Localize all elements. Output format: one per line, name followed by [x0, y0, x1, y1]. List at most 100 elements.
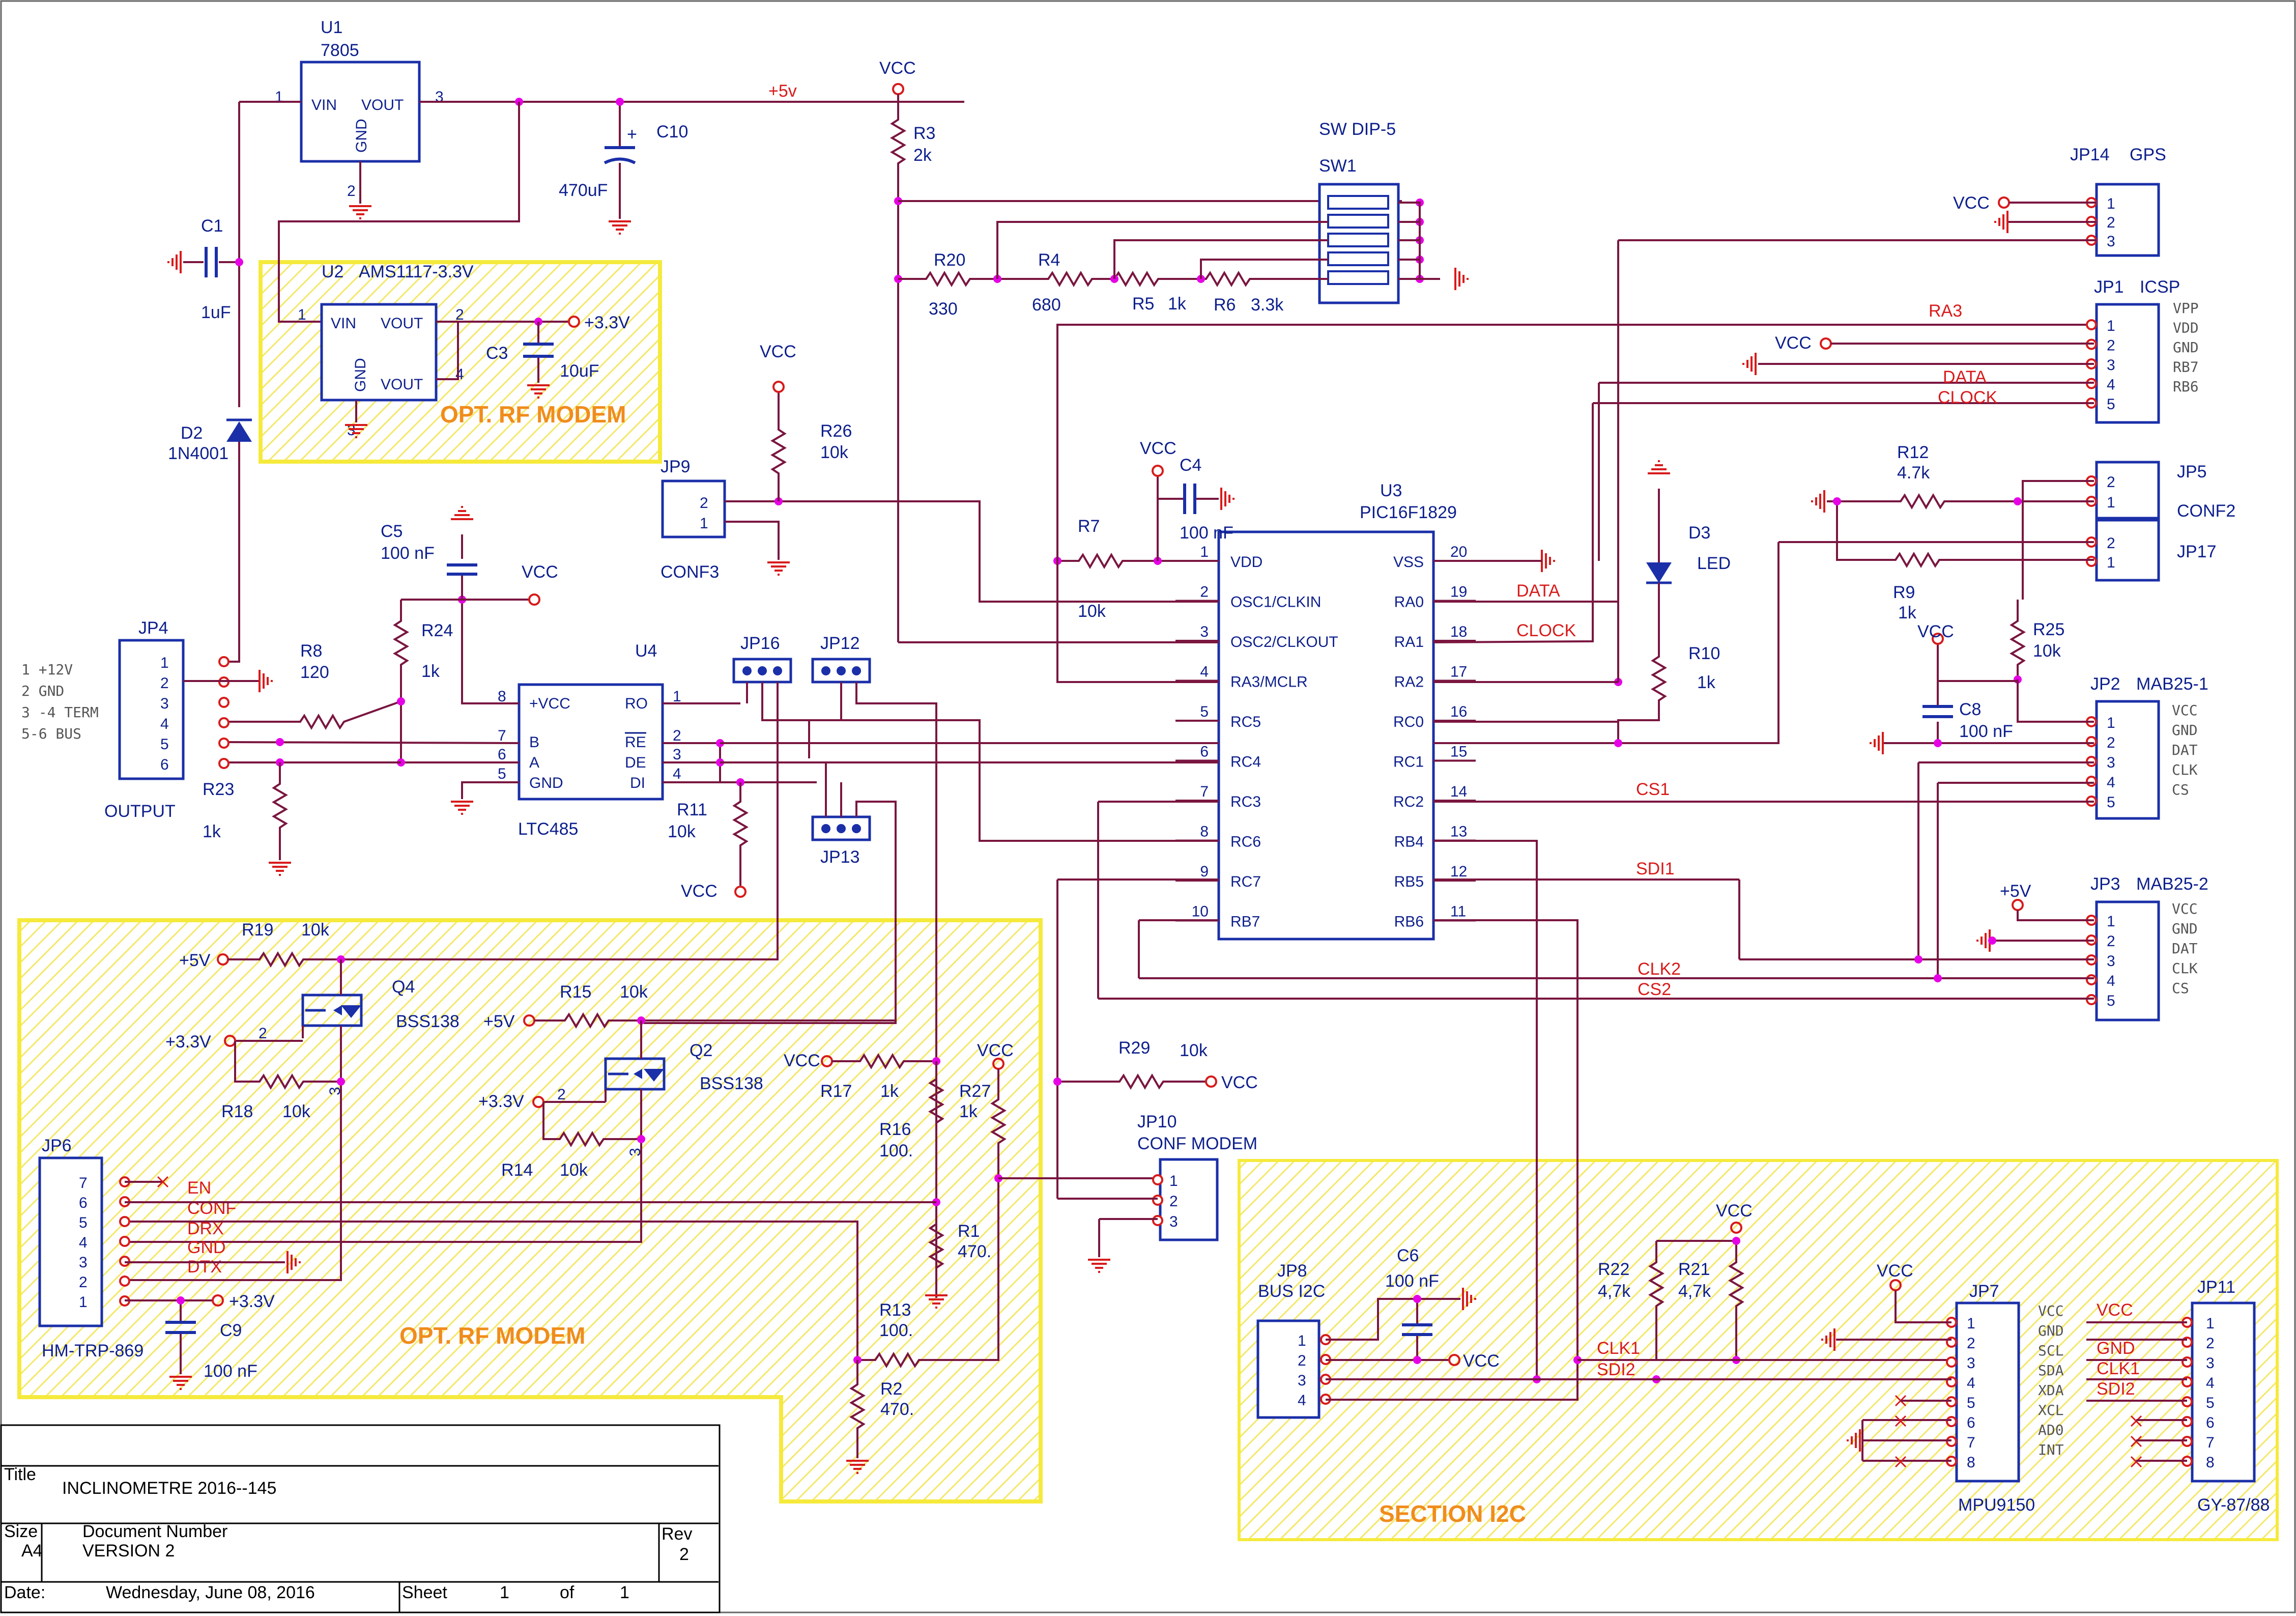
jp14-pin-1: 1: [2107, 195, 2115, 212]
jp7-sig-4: SDA: [2038, 1362, 2064, 1379]
u4-pin1: 1: [673, 688, 681, 705]
r24-value: 1k: [421, 662, 440, 681]
jp4-label: OUTPUT: [104, 802, 176, 821]
vcc-r7: VCC: [1140, 439, 1176, 458]
jp4-pin-6: 6: [160, 756, 169, 773]
jp6-net-1: EN: [187, 1178, 211, 1198]
r18-ref: R18: [221, 1102, 253, 1121]
u2-vout: VOUT: [381, 315, 423, 332]
r10-value: 1k: [1697, 673, 1716, 692]
connector-jp14: JP14 GPS: [2070, 145, 2166, 257]
u1-gnd: GND: [353, 119, 370, 153]
jp12-ref: JP12: [820, 634, 860, 653]
jp1-sig-3: GND: [2173, 339, 2199, 356]
r8-value: 120: [300, 663, 329, 682]
u4-pin4: 4: [673, 766, 681, 782]
net-jp1-clock: CLOCK: [1938, 388, 1997, 407]
vcc-r27: VCC: [977, 1041, 1014, 1060]
r22-value: 4,7k: [1598, 1282, 1631, 1301]
jp10-pin-1: 1: [1169, 1173, 1178, 1189]
jp4-legend-1: 1 +12V: [21, 661, 73, 678]
jp7-ref: JP7: [1969, 1282, 1999, 1301]
jp6-pin-4: 4: [79, 1234, 88, 1251]
jp4-pin-5: 5: [160, 736, 169, 753]
jp6-net-4: GND: [187, 1238, 226, 1257]
net-jp1-data: DATA: [1943, 367, 1987, 387]
tb-title-label: Title: [4, 1465, 36, 1484]
jp3-pin-5: 5: [2107, 993, 2115, 1009]
mcu-pin-7-name: RC3: [1230, 793, 1261, 810]
jp1-sig-4: RB7: [2173, 359, 2199, 376]
tb-size: A4: [21, 1541, 43, 1561]
jp7-pad-6: [1946, 1416, 1957, 1427]
u4-pin6: 6: [498, 746, 506, 763]
u1-pin1: 1: [275, 89, 283, 105]
jp8-pin-4: 4: [1298, 1392, 1306, 1409]
jp10-ref: JP10: [1137, 1112, 1177, 1131]
connector-jp7: JP7 MPU9150: [1955, 1282, 2035, 1515]
mcu-pin-3-name: OSC2/CLKOUT: [1230, 634, 1338, 650]
c4-ref: C4: [1180, 456, 1201, 475]
c5-value: 100 nF: [381, 544, 435, 563]
jumper-jp12[interactable]: JP12: [811, 634, 871, 684]
mcu-pin-19-number: 19: [1450, 584, 1467, 601]
jp1-pin-2: 2: [2107, 337, 2115, 354]
mcu-pin-9-name: RC7: [1230, 873, 1261, 890]
u3-value: PIC16F1829: [1360, 503, 1457, 522]
jp11-pin-3: 3: [2206, 1355, 2215, 1372]
c8-ref: C8: [1959, 700, 1981, 719]
jumper-jp13[interactable]: JP13: [811, 815, 871, 867]
jp2-name: MAB25-1: [2136, 674, 2208, 694]
c5-ref: C5: [381, 522, 403, 541]
jp4-legend-2: 2 GND: [21, 683, 64, 699]
r2-ref: R2: [880, 1379, 902, 1399]
r14-value: 10k: [560, 1160, 588, 1180]
r10-ref: R10: [1688, 644, 1720, 663]
tb-sheet-label: Sheet: [402, 1583, 447, 1602]
mcu-pin-8-number: 8: [1200, 824, 1209, 840]
mcu-pin-17-name: RA2: [1394, 674, 1424, 691]
jp2-ref: JP2: [2090, 674, 2120, 694]
r3-value: 2k: [913, 146, 932, 165]
u1-pin2: 2: [347, 183, 356, 200]
jp11-pin-1: 1: [2206, 1315, 2215, 1332]
r9-value: 1k: [1898, 603, 1917, 622]
net-plus5v: +5v: [768, 81, 797, 101]
r27-value: 1k: [959, 1102, 978, 1121]
jumper-jp16[interactable]: JP16: [732, 634, 792, 684]
u4-pin7: 7: [498, 727, 506, 744]
c1-ref: C1: [201, 216, 223, 236]
jp6-pin-3: 3: [79, 1254, 88, 1271]
mcu-pin-2-name: OSC1/CLKIN: [1230, 594, 1321, 611]
jp7-sig-1: VCC: [2038, 1302, 2064, 1319]
mcu-pin-7-number: 7: [1200, 783, 1209, 800]
jp7-pin-1: 1: [1967, 1315, 1975, 1332]
jp5-name: CONF2: [2177, 501, 2235, 521]
jp10-pad-1: [1152, 1174, 1163, 1185]
jp6-ref: JP6: [42, 1136, 72, 1155]
u2-pin1: 1: [298, 306, 306, 323]
r18-value: 10k: [282, 1102, 311, 1121]
jp14-pin-3: 3: [2107, 233, 2115, 250]
jp2-sig-5: CS: [2172, 781, 2189, 798]
plus33v-q4: +3.3V: [165, 1032, 211, 1052]
r16-ref: R16: [879, 1120, 911, 1139]
mcu-pin-5-number: 5: [1200, 703, 1209, 720]
connector-jp5: JP5 CONF2: [2095, 461, 2235, 521]
jp4-ref: JP4: [138, 618, 168, 638]
r9-ref: R9: [1893, 583, 1915, 602]
u1-value: 7805: [321, 41, 359, 60]
r19-value: 10k: [301, 920, 330, 940]
u4-ro: RO: [625, 695, 648, 712]
u4-pin8: 8: [498, 688, 506, 705]
jp4-pin-1: 1: [160, 655, 169, 671]
vcc-r26: VCC: [760, 342, 796, 361]
jp1-pin-3: 3: [2107, 357, 2115, 374]
mcu-pin-19-name: RA0: [1394, 594, 1424, 611]
r4-value: 680: [1032, 295, 1061, 315]
connector-jp2: JP2 MAB25-1: [2090, 674, 2208, 820]
vcc-c6: VCC: [1463, 1351, 1500, 1371]
